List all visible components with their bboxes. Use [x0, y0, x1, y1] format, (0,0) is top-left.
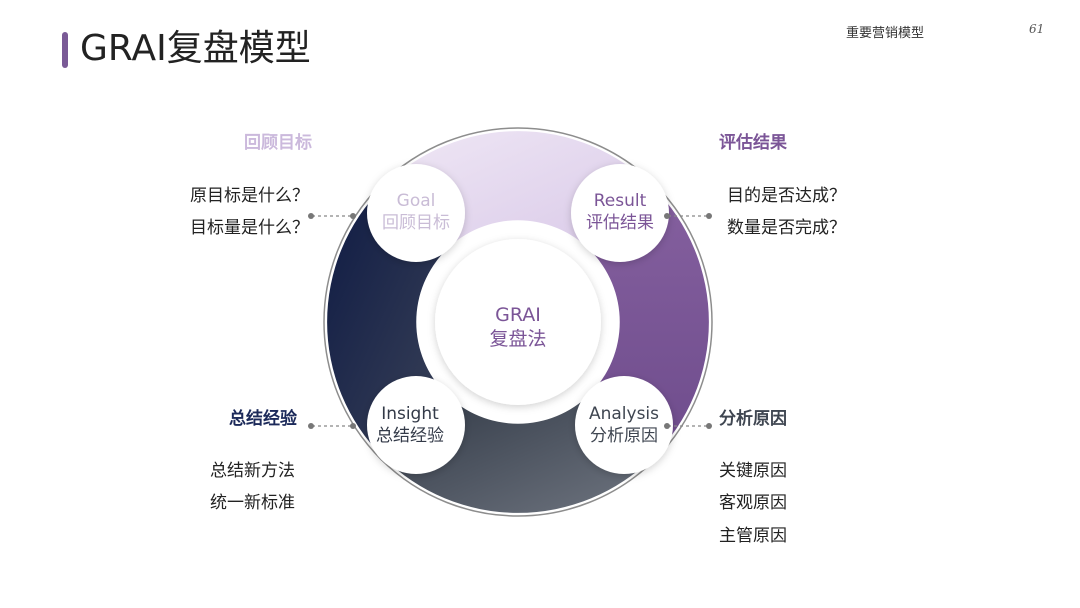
page-number: 61 [1029, 22, 1045, 36]
outer-ring [323, 127, 713, 517]
goal-side-title: 回顾目标 [244, 133, 312, 153]
analysis-item-2: 客观原因 [719, 493, 787, 513]
goal-bubble-en: Goal [397, 191, 436, 211]
title-accent-bar [62, 32, 68, 68]
result-item-2: 数量是否完成？ [727, 218, 846, 238]
insight-bubble-en: Insight [381, 404, 439, 424]
analysis-bubble-cn: 分析原因 [590, 426, 658, 446]
analysis-side-title: 分析原因 [719, 409, 787, 429]
analysis-item-3: 主管原因 [719, 526, 787, 546]
result-item-1: 目的是否达成？ [727, 186, 846, 206]
result-bubble-cn: 评估结果 [586, 213, 654, 233]
goal-bubble-cn: 回顾目标 [382, 213, 450, 233]
analysis-bubble-en: Analysis [589, 404, 659, 424]
center-line2: 复盘法 [489, 328, 546, 350]
analysis-item-1: 关键原因 [719, 461, 787, 481]
insight-bubble [367, 376, 465, 474]
connector-dots [308, 213, 712, 429]
goal-bubble [367, 164, 465, 262]
insight-item-1: 总结新方法 [210, 461, 295, 481]
page-title: GRAI复盘模型 [80, 28, 311, 69]
section-label: 重要营销模型 [846, 26, 925, 41]
insight-bubble-cn: 总结经验 [376, 426, 444, 446]
center-circle [435, 239, 601, 405]
result-bubble-en: Result [594, 191, 647, 211]
goal-item-1: 原目标是什么？ [190, 186, 309, 206]
result-bubble [571, 164, 669, 262]
analysis-bubble [575, 376, 673, 474]
goal-item-2: 目标量是什么？ [190, 218, 309, 238]
insight-item-2: 统一新标准 [210, 493, 295, 513]
center-line1: GRAI [495, 304, 541, 326]
result-side-title: 评估结果 [719, 133, 787, 153]
connector-lines [312, 215, 708, 427]
insight-side-title: 总结经验 [229, 409, 297, 429]
